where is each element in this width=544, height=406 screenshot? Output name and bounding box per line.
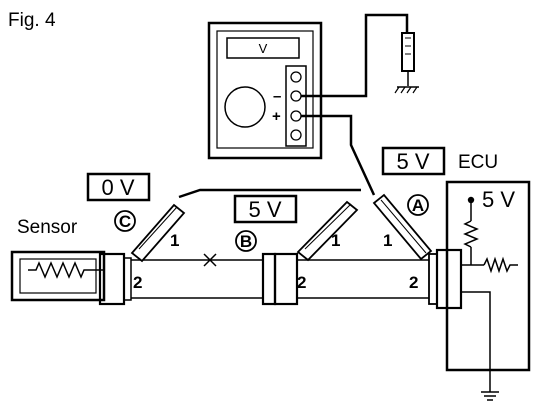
ground-probe[interactable] [401, 32, 415, 86]
pin-left-1: 1 [170, 231, 179, 250]
ground-lead [301, 13, 409, 98]
wire-harness [131, 259, 429, 299]
upper-jumper-wire [178, 188, 361, 199]
point-c-label: C [119, 212, 131, 231]
point-b-marker [235, 230, 257, 252]
meter-jack-4[interactable] [290, 129, 302, 141]
sensor [10, 250, 106, 302]
meter-display [226, 37, 300, 59]
figure-title: Fig. 4 [8, 10, 56, 31]
ground-symbol-ecu [481, 391, 499, 401]
pin-mid-1: 1 [331, 231, 340, 250]
open-circuit-mark [203, 253, 217, 267]
multimeter: V – + [207, 21, 323, 160]
pin-ecu-2: 2 [409, 273, 418, 292]
positive-lead [301, 114, 376, 196]
point-c-marker [114, 210, 136, 232]
connector-sensor [98, 252, 132, 306]
ecu-label: ECU [458, 152, 498, 173]
reading-a-box [381, 146, 446, 176]
reading-c: 0 V [101, 175, 134, 200]
ecu-supply-node [467, 196, 475, 204]
meter-minus-sign: – [273, 88, 281, 105]
reading-c-box [86, 172, 151, 202]
reading-b-box [233, 194, 298, 224]
ecu-box [445, 180, 531, 392]
probe-c[interactable] [130, 203, 186, 263]
point-a-marker [407, 194, 429, 216]
meter-display-text: V [259, 41, 268, 56]
probe-b[interactable] [296, 200, 359, 262]
sensor-resistor [28, 261, 91, 279]
probe-a[interactable] [372, 193, 433, 261]
meter-jack-v[interactable] [290, 110, 302, 122]
reading-b: 5 V [248, 197, 281, 222]
connector-ecu [428, 248, 463, 310]
meter-jack-1[interactable] [290, 71, 302, 83]
meter-plus-sign: + [272, 108, 281, 125]
ground-symbol-top [394, 86, 419, 94]
point-b-label: B [240, 232, 252, 251]
meter-dial[interactable] [224, 86, 266, 128]
ecu-pullup-resistor [463, 220, 479, 248]
point-a-label: A [412, 196, 424, 215]
connector-middle [261, 252, 299, 306]
pin-sensor-2: 2 [133, 273, 142, 292]
pin-mid-2: 2 [297, 273, 306, 292]
reading-a: 5 V [396, 149, 429, 174]
sensor-label: Sensor [17, 217, 78, 238]
meter-jack-com[interactable] [290, 90, 302, 102]
ecu-supply-voltage: 5 V [482, 187, 515, 212]
pin-ecu-1: 1 [383, 231, 392, 250]
ecu-input-resistor [483, 256, 518, 274]
